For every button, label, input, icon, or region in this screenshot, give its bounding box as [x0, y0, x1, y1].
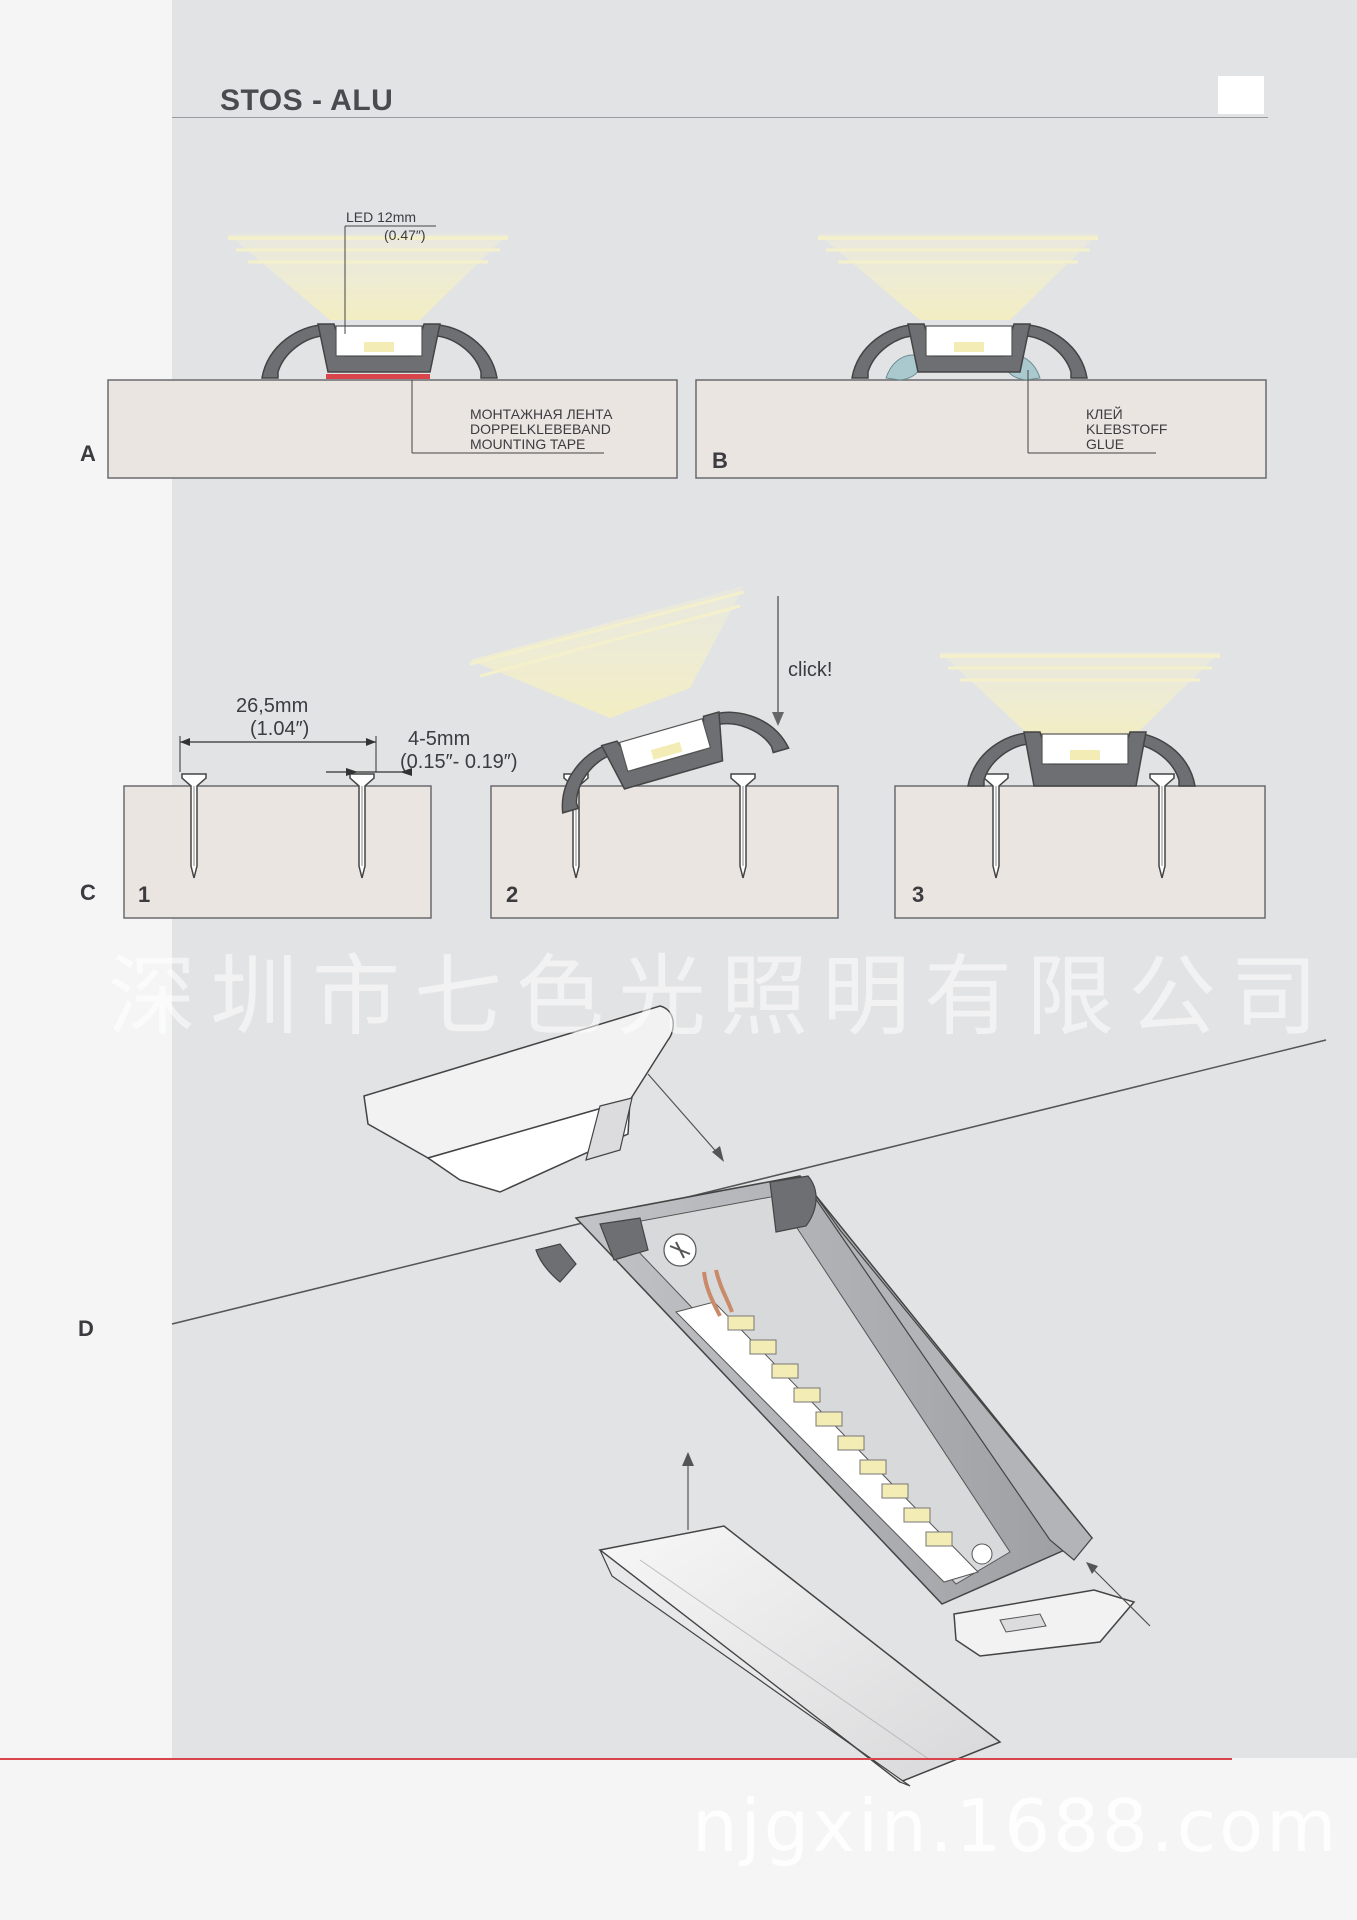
glue-label-de: KLEBSTOFF [1086, 421, 1167, 437]
spacing-label: 26,5mm [236, 695, 308, 717]
step-3-label: 3 [912, 882, 924, 907]
diagram-d: D [78, 1005, 1327, 1787]
surface-c3 [894, 785, 1266, 919]
light-beam-a [228, 234, 508, 320]
step-1-label: 1 [138, 882, 150, 907]
glue-label-ru: КЛЕЙ [1086, 405, 1123, 422]
section-c-label: C [80, 880, 96, 905]
page-number-box [1218, 76, 1264, 114]
light-beam-b [818, 234, 1098, 320]
title-divider [172, 117, 1268, 118]
surface-c1 [123, 785, 432, 919]
depth-label: 4-5mm [408, 728, 470, 750]
click-label: click! [788, 659, 832, 681]
section-d-label: D [78, 1316, 94, 1341]
profile-a [261, 324, 323, 379]
mounting-surface-a [107, 379, 678, 479]
wall-line [171, 1039, 1327, 1325]
end-cap-bottom [953, 1589, 1136, 1657]
led-width-inch-label: (0.47″) [384, 227, 426, 243]
led-width-label: LED 12mm [346, 209, 416, 225]
profile-c3 [967, 731, 1196, 787]
main-profile [535, 1175, 1094, 1605]
section-b-label: B [712, 448, 728, 473]
section-a-label: A [80, 441, 96, 466]
mounting-surface-b [695, 379, 1267, 479]
glue-label-en: GLUE [1086, 436, 1124, 452]
diagram-a: LED 12mm (0.47″) МОНТАЖНАЯ ЛЕНТА DOPPELK… [80, 209, 678, 479]
spacing-inch-label: (1.04″) [250, 718, 309, 740]
step-2-label: 2 [506, 882, 518, 907]
diagram-c: C 26,5mm (1.04″) 4-5mm (0.15″- 0.19″) 1 [80, 586, 1266, 919]
surface-c2 [490, 785, 839, 919]
light-beam-c2 [470, 586, 744, 718]
company-watermark: 深圳市七色光照明有限公司 [108, 945, 1333, 1048]
tape-label-ru: МОНТАЖНАЯ ЛЕНТА [470, 406, 613, 422]
page-title: STOS - ALU [220, 84, 394, 117]
depth-inch-label: (0.15″- 0.19″) [400, 751, 518, 773]
footer-rule [0, 1758, 1232, 1760]
tape-label-de: DOPPELKLEBEBAND [470, 421, 611, 437]
mounting-tape [326, 374, 430, 379]
diffuser-cover [598, 1525, 1002, 1787]
tape-label-en: MOUNTING TAPE [470, 436, 585, 452]
end-cap-top [363, 1005, 674, 1193]
url-watermark: njgxin.1688.com [692, 1784, 1340, 1868]
diagram-b: КЛЕЙ KLEBSTOFF GLUE B [695, 234, 1267, 479]
led-chips [727, 1315, 953, 1547]
light-beam-c3 [940, 652, 1220, 738]
profile-c2 [561, 710, 790, 814]
